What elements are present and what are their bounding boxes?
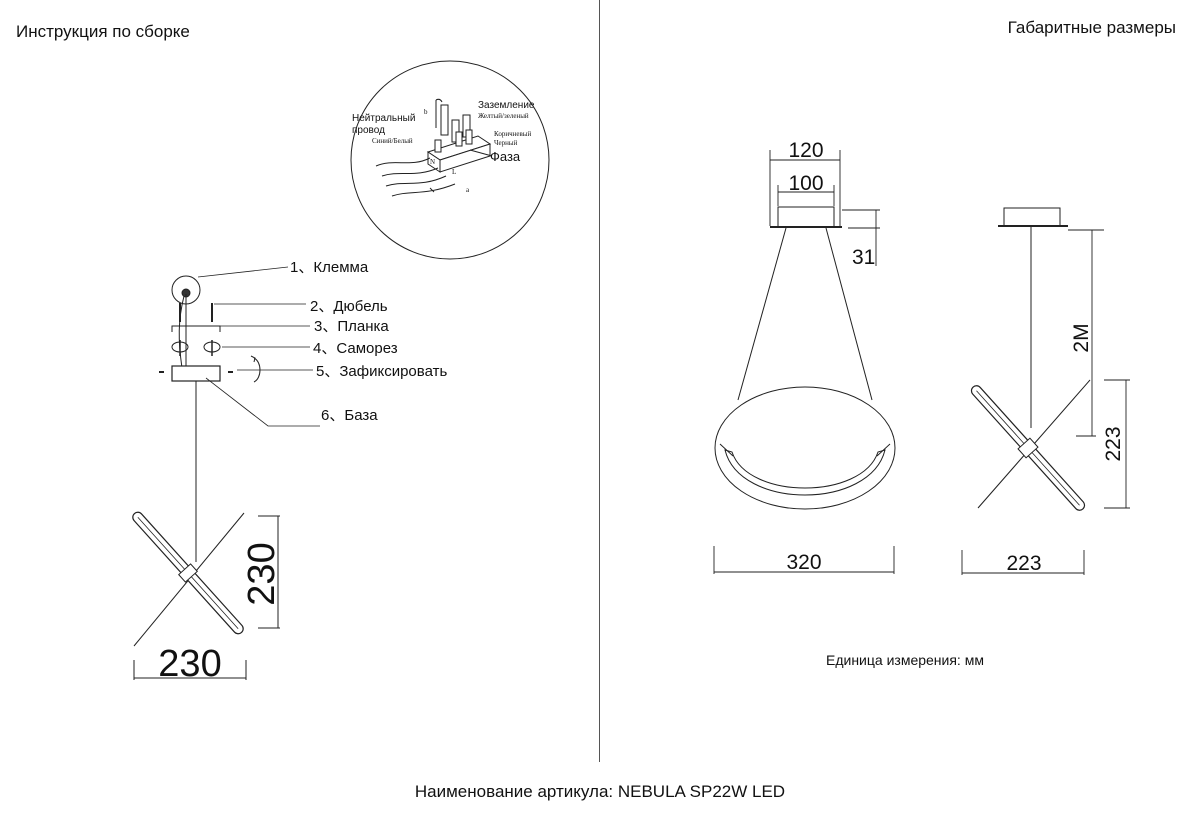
canopy-outer-dim: 120 [788,139,823,162]
neutral-label-line2: провод [352,125,385,136]
side-dim-lines [961,229,1130,575]
ring-width-dim: 320 [786,551,821,574]
part-2-label: 2、Дюбель [310,298,388,315]
unit-note: Единица измерения: мм [826,652,984,668]
part-3-label: 3、Планка [314,318,389,335]
part-1-label: 1、Клемма [290,259,369,276]
phase-color-label-1: Коричневый [494,130,531,138]
mark-a: a [466,186,470,194]
section-divider [599,0,600,762]
part-4-label: 4、Саморез [313,340,398,357]
mark-l: L [452,168,456,176]
front-dim-lines [713,150,895,574]
side-view [970,207,1091,511]
phase-label: Фаза [490,149,521,164]
mark-b: b [424,108,428,116]
phase-color-label-2: Черный [494,139,518,147]
canopy-height-dim: 31 [852,246,875,269]
cable-length-dim: 2M [1070,323,1093,352]
article-name: Наименование артикула: NEBULA SP22W LED [414,782,786,801]
canopy-inner-dim: 100 [788,172,823,195]
assembly-height-dim: 230 [241,542,283,605]
mark-n: N [430,158,435,166]
ground-color-label: Желтый/зеленый [478,112,529,120]
ground-label: Заземление [478,100,535,111]
dimensions-title: Габаритные размеры [1007,18,1176,37]
neutral-color-label: Синий/Белый [372,137,413,145]
fixture-width-dim: 223 [1006,552,1041,575]
wiring-detail: Нейтральный провод Синий/Белый Заземлени… [350,60,550,260]
assembly-width-dim: 230 [158,643,221,685]
part-5-label: 5、Зафиксировать [316,363,447,380]
assembly-dim-lines [133,515,280,680]
part-6-label: 6、База [321,407,378,424]
front-view [714,206,896,510]
fixture-height-dim: 223 [1102,426,1125,461]
assembly-leaders [197,266,320,427]
assembly-drawing [132,275,261,647]
neutral-label-line1: Нейтральный [352,113,415,124]
assembly-title: Инструкция по сборке [16,22,190,41]
